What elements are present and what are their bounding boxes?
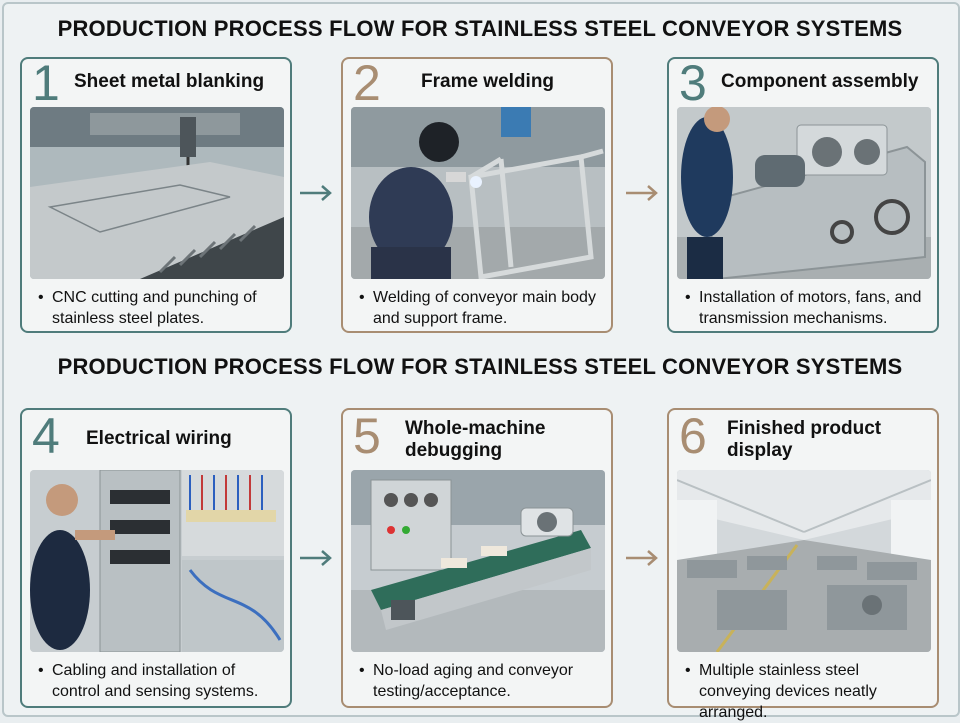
right-arrow-icon — [626, 550, 658, 566]
heading-bottom: PRODUCTION PROCESS FLOW FOR STAINLESS ST… — [57, 354, 903, 379]
step-card-4: 4 Electrical wiring — [20, 408, 292, 708]
step-description-2: Welding of conveyor main body and suppor… — [357, 287, 605, 329]
step-title-2: Frame welding — [421, 71, 555, 92]
step-number-3: 3 — [679, 55, 707, 111]
step-title-3: Component assembly — [721, 71, 919, 92]
step-image-1 — [30, 107, 284, 279]
right-arrow-icon — [300, 550, 332, 566]
heading-top: PRODUCTION PROCESS FLOW FOR STAINLESS ST… — [57, 16, 903, 41]
right-arrow-icon — [626, 185, 658, 201]
step-title-1: Sheet metal blanking — [74, 71, 265, 92]
step-image-5 — [351, 470, 605, 652]
step-image-3 — [677, 107, 931, 279]
step-number-2: 2 — [353, 55, 381, 111]
step-number-6: 6 — [679, 408, 707, 464]
step-description-1: CNC cutting and punching of stainless st… — [36, 287, 284, 329]
right-arrow-icon — [300, 185, 332, 201]
step-card-1: 1 Sheet metal blanking CNC cutting and p… — [20, 55, 292, 333]
step-number-4: 4 — [32, 408, 60, 464]
step-image-4 — [30, 470, 284, 652]
step-card-2: 2 Frame welding Welding of conveyor main… — [341, 55, 613, 333]
step-description-5: No-load aging and conveyor testing/accep… — [357, 660, 605, 702]
step-image-6 — [677, 470, 931, 652]
step-card-3: 3 Component assembly Installation of mot… — [667, 55, 939, 333]
step-title-6: Finished product display — [727, 418, 882, 461]
step-number-1: 1 — [32, 55, 60, 111]
step-title-4: Electrical wiring — [86, 428, 232, 449]
step-description-6: Multiple stainless steel conveying devic… — [683, 660, 931, 723]
step-card-6: 6 Finished product display Mult — [667, 408, 939, 721]
step-card-5: 5 Whole-machine debugging No-load aging … — [341, 408, 613, 708]
step-title-5: Whole-machine debugging — [405, 418, 546, 461]
step-description-3: Installation of motors, fans, and transm… — [683, 287, 931, 329]
step-number-5: 5 — [353, 408, 381, 464]
step-description-4: Cabling and installation of control and … — [36, 660, 284, 702]
step-image-2 — [351, 107, 605, 279]
